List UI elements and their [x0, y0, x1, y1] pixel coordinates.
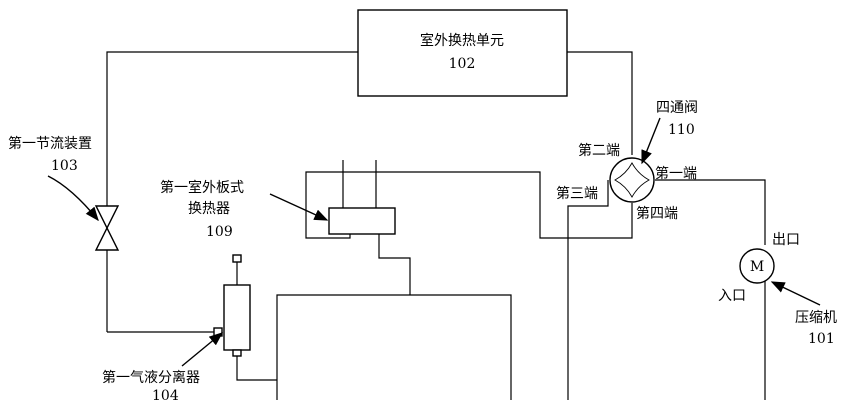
separator-name: 第一气液分离器: [102, 369, 200, 386]
throttle-name: 第一节流装置: [8, 135, 92, 152]
throttle-id: 103: [51, 158, 78, 174]
four-way-valve-name: 四通阀: [656, 100, 698, 116]
port-fourth-label: 第四端: [636, 205, 678, 222]
compressor-outlet-label: 出口: [772, 232, 800, 248]
compressor-symbol: M: [750, 259, 764, 275]
plate-exchanger-name-line1: 第一室外板式: [160, 179, 244, 196]
outdoor-unit-name: 室外换热单元: [420, 32, 504, 49]
compressor-id: 101: [808, 331, 835, 347]
compressor-name: 压缩机: [795, 310, 837, 326]
outdoor-heat-exchange-unit: 室外换热单元 102: [357, 9, 568, 97]
compressor-inlet-label: 入口: [718, 288, 746, 304]
outdoor-unit-id: 102: [449, 56, 476, 72]
first-outdoor-plate-heat-exchanger: 第一室外板式 换热器 109: [160, 179, 396, 240]
separator-id: 104: [152, 388, 179, 400]
plate-exchanger-name-line2: 换热器: [188, 200, 230, 217]
four-way-valve: 四通阀 110 第二端 第一端 第三端 第四端: [556, 100, 698, 222]
port-first-label: 第一端: [655, 165, 697, 182]
pipe-lines: [106, 51, 766, 400]
port-second-label: 第二端: [578, 142, 620, 159]
compressor: M 出口 入口 压缩机 101: [718, 232, 837, 347]
first-throttle-device: 第一节流装置 103: [8, 135, 120, 251]
plate-exchanger-id: 109: [206, 224, 233, 240]
four-way-valve-id: 110: [668, 122, 695, 138]
port-third-label: 第三端: [556, 185, 598, 202]
first-gas-liquid-separator: 第一气液分离器 104: [102, 254, 251, 400]
